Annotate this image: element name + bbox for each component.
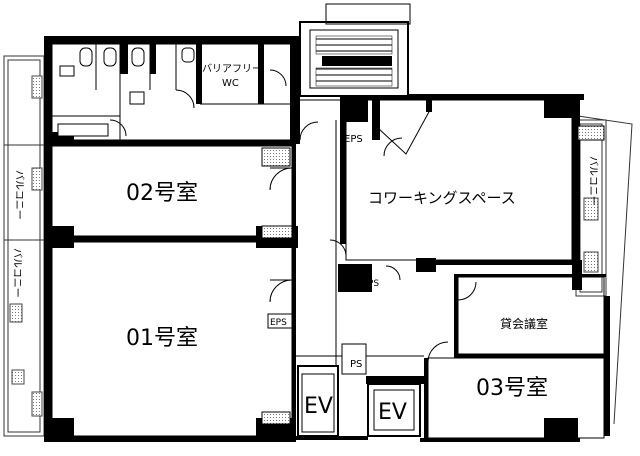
ps-center-label: PS <box>368 279 379 289</box>
pillar <box>372 100 380 140</box>
toilet-walls <box>120 36 300 144</box>
elevator-right <box>367 383 421 437</box>
room-lines <box>51 99 605 439</box>
balcony-unit <box>11 369 25 385</box>
rental-meeting-label: 貸会議室 <box>500 316 548 331</box>
ev-left-label: EV <box>304 394 333 419</box>
equipment <box>261 411 291 425</box>
barrier-free-wc-label-1: バリアフリー <box>202 63 262 75</box>
ev-right-label: EV <box>378 400 407 425</box>
coworking-label: コワーキングスペース <box>368 189 516 207</box>
ps-lower-label: PS <box>350 359 362 370</box>
balcony-right-label: バルコニー <box>587 156 599 206</box>
barrier-free-wc-label-2: WC <box>222 78 239 89</box>
balcony-unit <box>31 391 43 417</box>
elevator-left <box>297 365 339 437</box>
equipment <box>261 147 291 167</box>
balcony-unit <box>31 75 43 99</box>
balcony-unit <box>31 167 43 191</box>
room-03-label: 03号室 <box>476 376 548 401</box>
staircase <box>299 3 411 97</box>
balcony-unit <box>583 251 599 273</box>
balcony-left-lower-label: バルコニー <box>11 248 23 298</box>
toilet-block <box>51 43 297 141</box>
balcony-unit <box>583 197 599 221</box>
equipment <box>577 125 605 141</box>
partitions <box>52 94 606 438</box>
room-02-label: 02号室 <box>126 181 198 206</box>
balcony-unit <box>9 303 23 323</box>
eps-mid-label: EPS <box>270 318 287 328</box>
coworking-corner <box>377 100 431 157</box>
equipment <box>261 225 293 239</box>
door-swings <box>269 121 477 363</box>
pillar <box>426 100 432 112</box>
balcony-left-upper-label: バルコニー <box>13 170 25 220</box>
ps-shaft <box>341 343 367 375</box>
eps-top-label: EPS <box>344 134 363 145</box>
room-01-label: 01号室 <box>126 326 198 351</box>
